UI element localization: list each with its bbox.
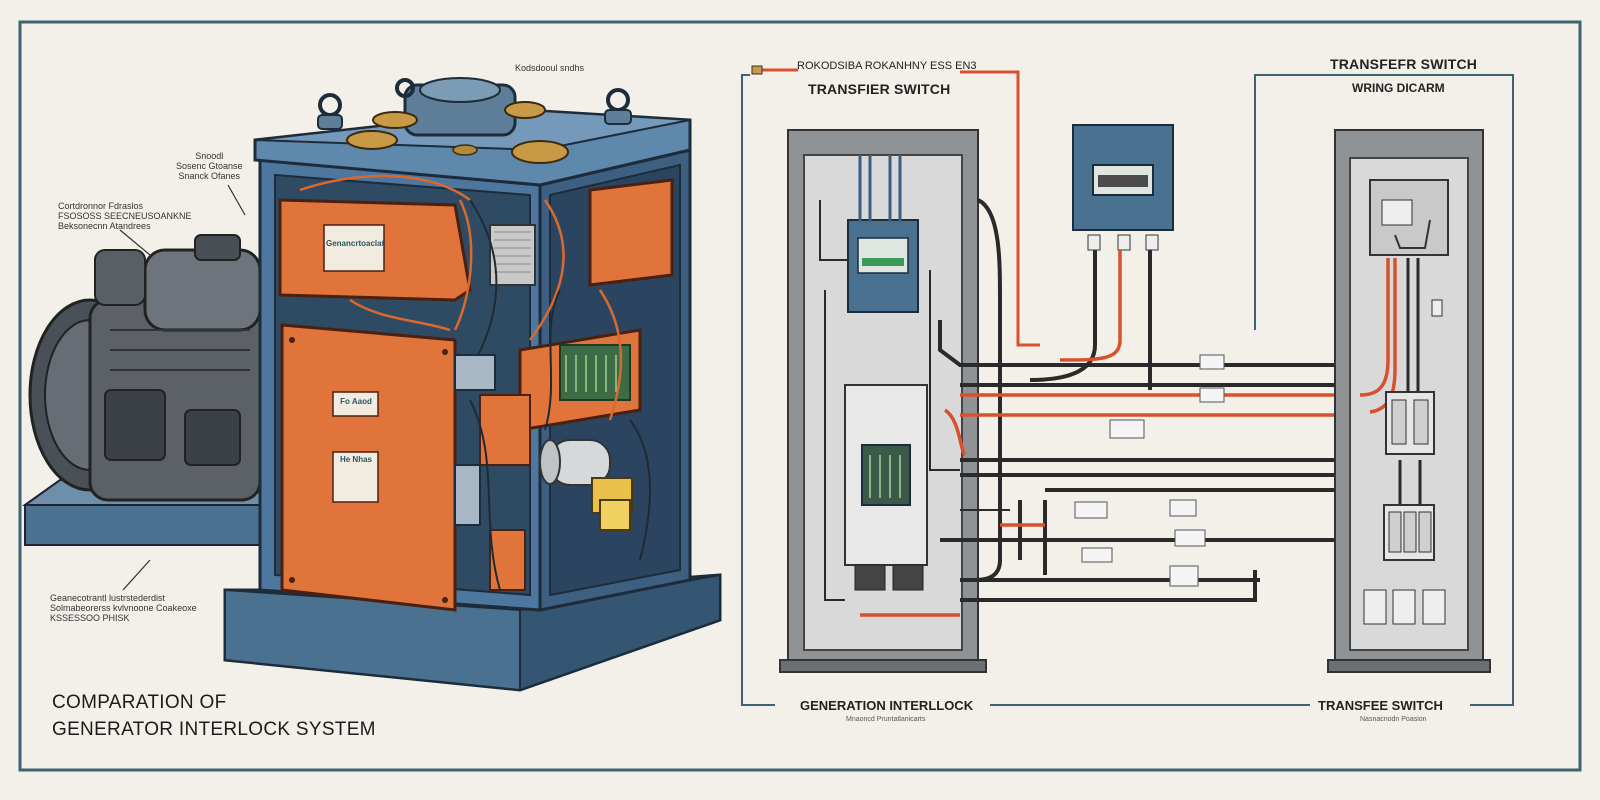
- left-header-line-1: ROKODSIBA ROKANHNY ESS EN3: [797, 60, 977, 72]
- right-footer-sub: Nasnacnodn Poasion: [1360, 716, 1427, 723]
- right-header-line-2: WRING DICARM: [1352, 81, 1445, 95]
- plate-lower: He Nhas: [339, 455, 372, 464]
- right-footer: TRANSFEE SWITCH: [1318, 698, 1443, 713]
- callout-bottom: Geanecotrantl lustrstederdist Solmabeore…: [50, 593, 197, 624]
- callout-bottom-line-1: Geanecotrantl lustrstederdist: [50, 593, 166, 603]
- callout-mid-line-1: Snoodl: [195, 151, 224, 161]
- interlock-wiring-diagram: [741, 65, 1514, 706]
- plate-mid: Fo Aaod: [340, 397, 372, 406]
- callout-bottom-line-3: KSSESSOO PHISK: [50, 612, 130, 623]
- right-header-line-1: TRANSFEFR SWITCH: [1330, 56, 1478, 72]
- callout-left-line-1: Cortdronnor Fdraslos: [58, 201, 144, 211]
- callout-left-line-3: Beksonecnn Atandrees: [58, 220, 151, 231]
- callout-mid-line-2: Sosenc Gtoanse: [176, 160, 243, 171]
- callout-mid: Snoodl Sosenc Gtoanse Snanck Ofanes: [176, 151, 243, 182]
- generator-illustration: [21, 77, 722, 692]
- left-footer-sub: Mnaoncd Pruntatlanicarts: [846, 716, 926, 723]
- title-line-1: COMPARATION OF: [52, 692, 227, 713]
- outer-frame: [18, 20, 1582, 772]
- callout-bottom-line-2: Solmabeorerss kvlvnoone Coakeoxe: [50, 602, 197, 613]
- callout-left-line-2: FSOSOSS SEECNEUSOANKNE: [58, 210, 192, 221]
- plate-main: Genancrtoaclat: [326, 239, 385, 248]
- left-footer: GENERATION INTERLLOCK: [800, 698, 974, 713]
- left-header-line-2: TRANSFIER SWITCH: [808, 81, 951, 97]
- transfer-switch-panel: [1327, 129, 1491, 673]
- callout-left: Cortdronnor Fdraslos FSOSOSS SEECNEUSOAN…: [58, 201, 192, 232]
- title-line-2: GENERATOR INTERLOCK SYSTEM: [52, 719, 376, 740]
- callout-top: Kodsdooul sndhs: [515, 63, 585, 73]
- callout-mid-line-3: Snanck Ofanes: [178, 170, 241, 181]
